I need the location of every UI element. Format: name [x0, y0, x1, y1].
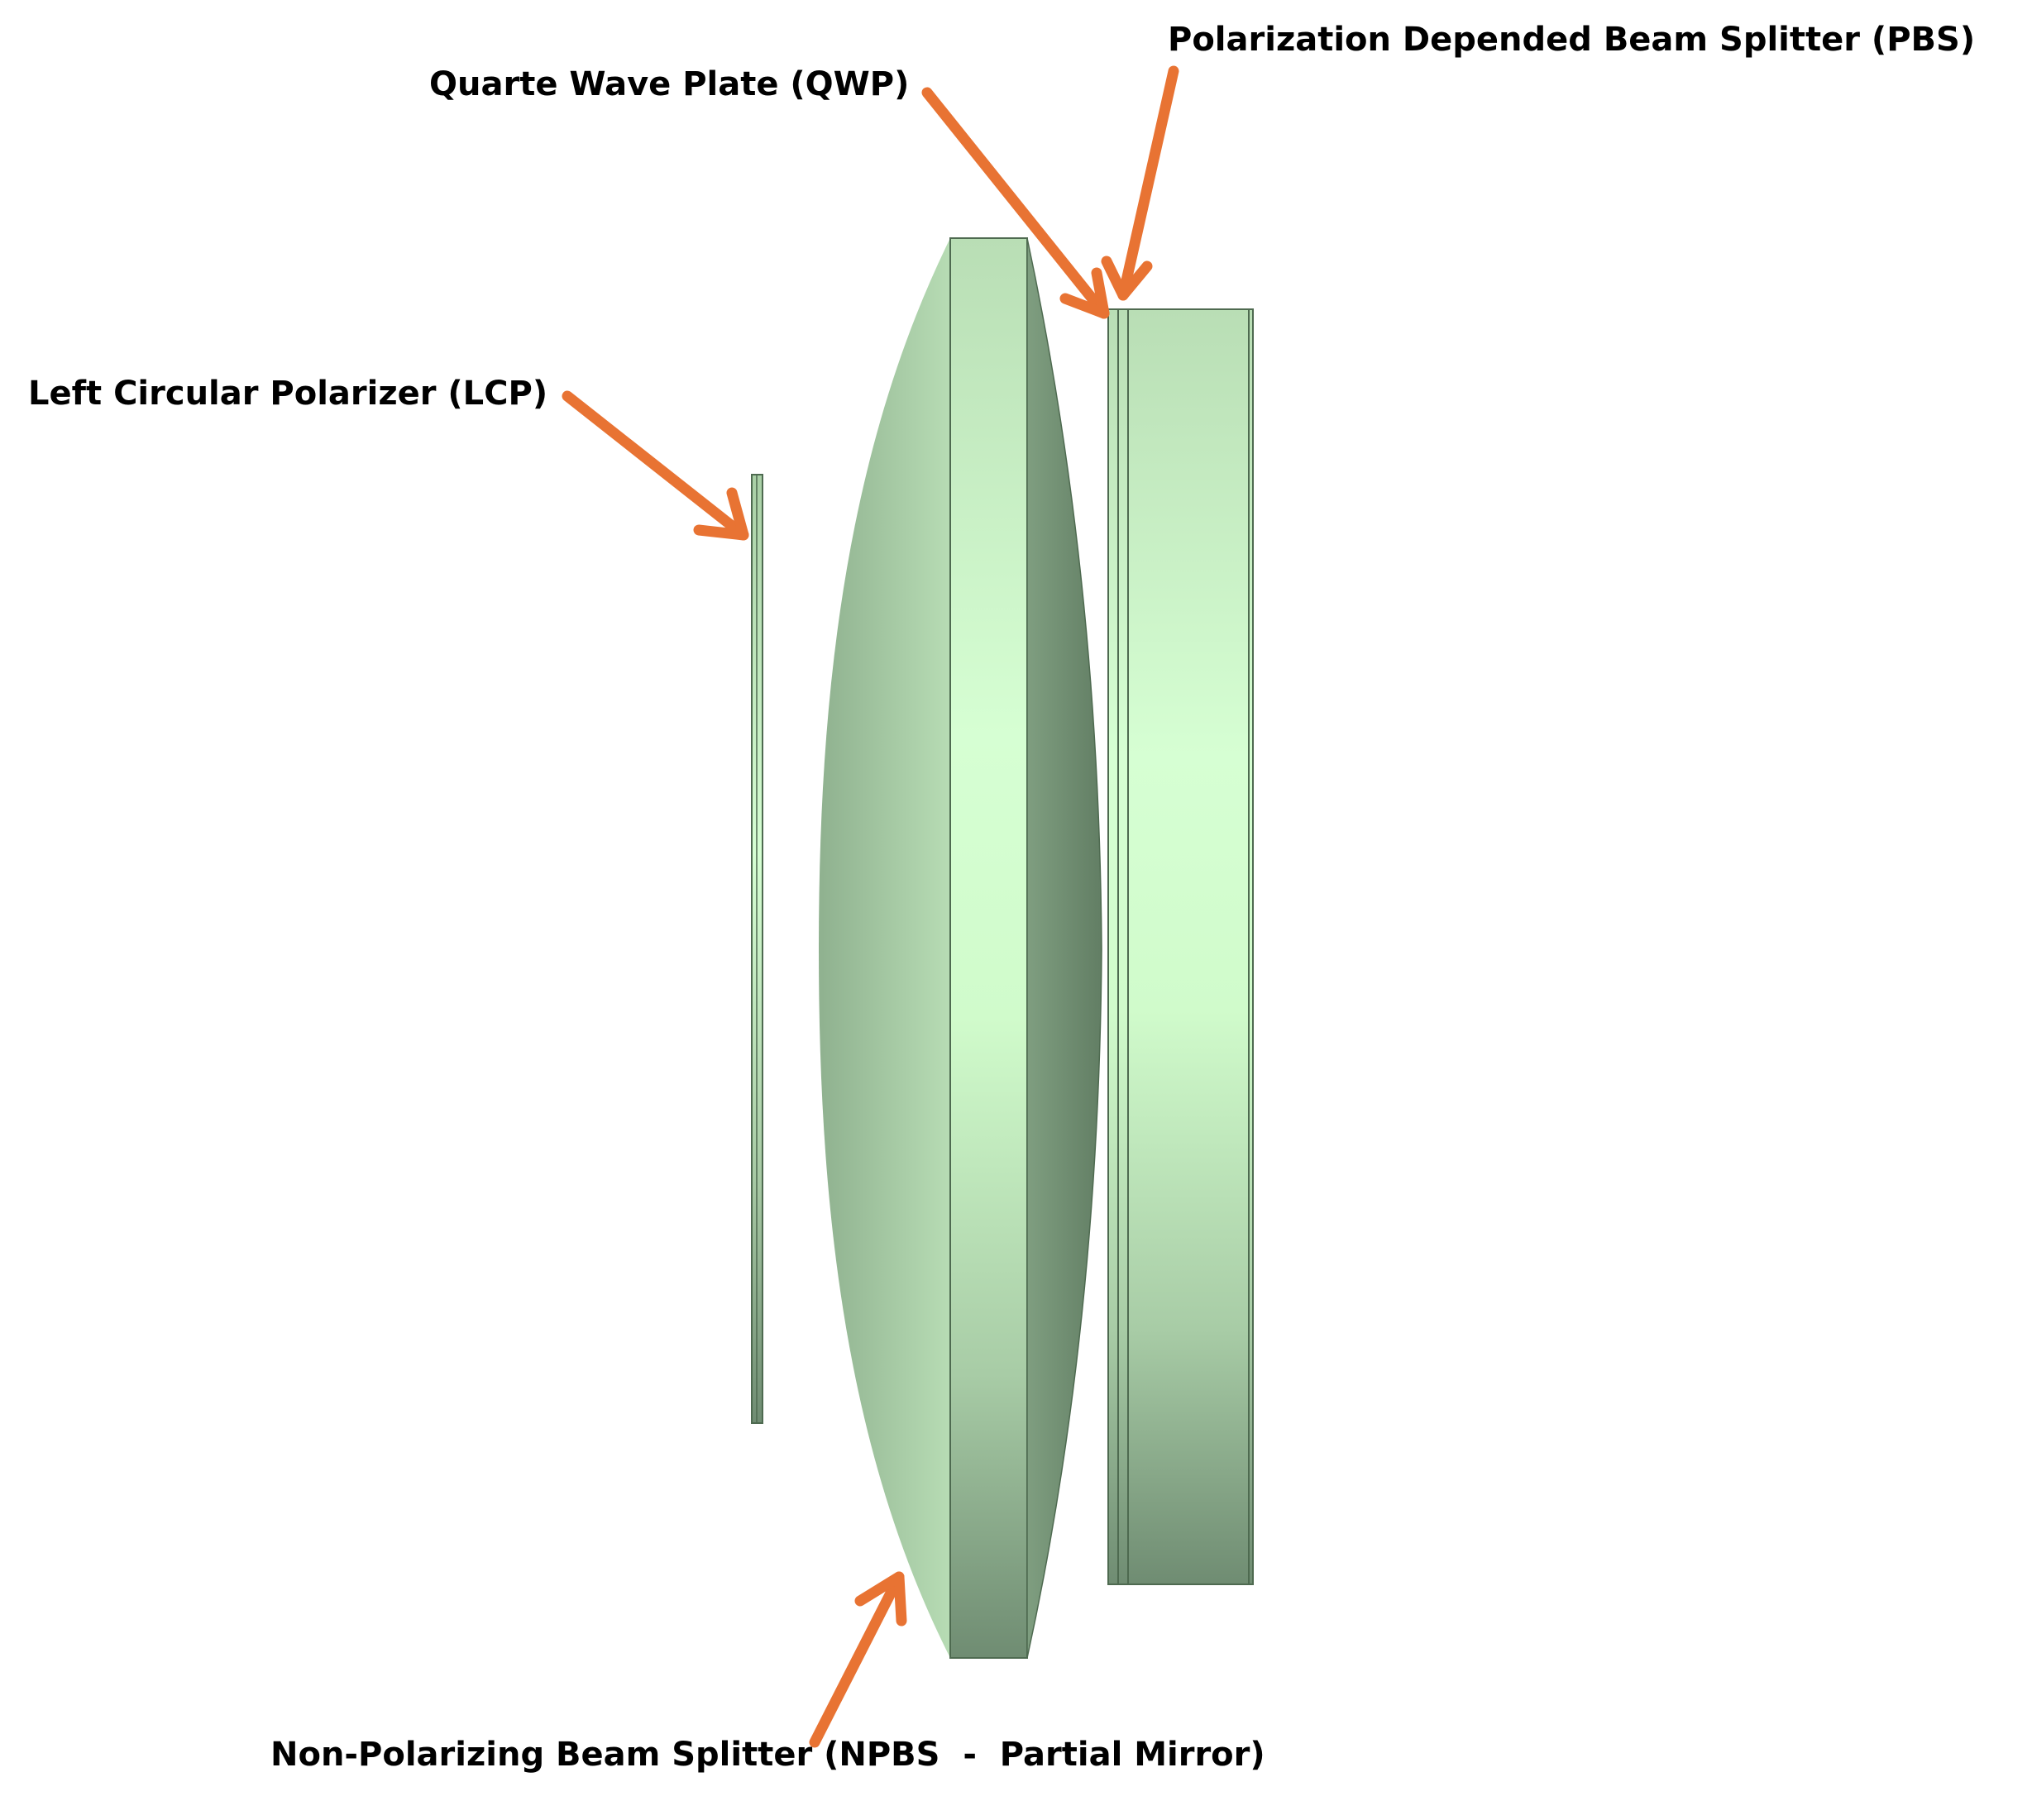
lcp-element — [751, 474, 763, 1424]
pbs-back-plate — [1248, 308, 1254, 1585]
arrows — [562, 65, 1179, 1748]
label-qwp: Quarte Wave Plate (QWP) — [429, 65, 910, 103]
arrow-lcp — [562, 390, 749, 541]
npbs-lens-rim — [949, 237, 1028, 1659]
npbs-lens — [819, 237, 1102, 1659]
label-lcp: Left Circular Polarizer (LCP) — [28, 375, 548, 413]
npbs-lens-convex-face — [819, 238, 950, 1658]
label-pbs: Polarization Depended Beam Splitter (PBS… — [1168, 21, 1976, 59]
npbs-lens-concave-face — [1026, 237, 1102, 1659]
label-npbs: Non-Polarizing Beam Splitter (NPBS - Par… — [270, 1736, 1265, 1774]
arrow-npbs — [809, 1571, 907, 1748]
qwp-pbs-stack — [1107, 308, 1254, 1585]
arrow-pbs — [1101, 65, 1179, 301]
pbs-plate — [1127, 308, 1250, 1585]
arrow-qwp — [921, 87, 1110, 319]
